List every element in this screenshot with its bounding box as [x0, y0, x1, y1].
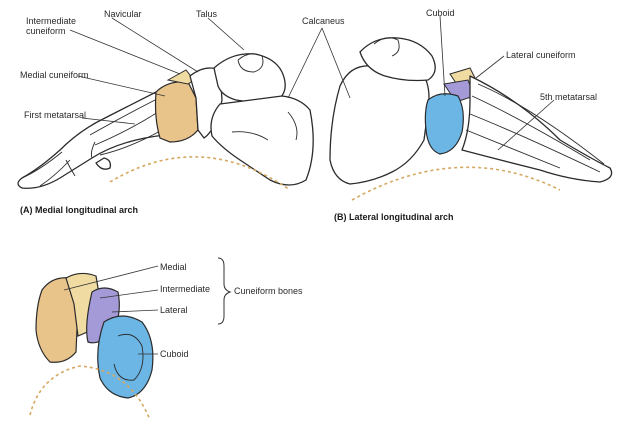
leader-calcaneus-2 — [322, 28, 350, 98]
cuneiform-detail-view — [30, 258, 230, 420]
leader-medial-cuneiform — [78, 76, 165, 96]
caption-b: (B) Lateral longitudinal arch — [334, 212, 454, 222]
label-navicular: Navicular — [104, 9, 142, 19]
calcaneus-bone-lateral — [330, 64, 429, 184]
talus-bone — [214, 54, 285, 102]
detail-cuboid — [98, 316, 153, 398]
cuneiform-brace — [218, 258, 230, 324]
leader-talus — [208, 18, 244, 50]
lateral-foot-view — [288, 16, 612, 200]
label-intermediate: Intermediate — [160, 284, 210, 294]
first-metatarsal-bone — [18, 90, 165, 188]
label-talus: Talus — [196, 9, 217, 19]
label-cuboid-top: Cuboid — [426, 8, 455, 18]
label-intermediate-cuneiform: Intermediate cuneiform — [26, 16, 96, 36]
label-fifth-metatarsal: 5th metatarsal — [540, 92, 597, 102]
medial-cuneiform-bone — [156, 82, 199, 142]
leader-calcaneus-1 — [288, 28, 322, 98]
label-lateral: Lateral — [160, 305, 188, 315]
label-medial: Medial — [160, 262, 187, 272]
leader-lateral-cuneiform — [476, 56, 504, 78]
calcaneus-bone-medial — [211, 96, 313, 185]
label-cuboid-bottom: Cuboid — [160, 349, 189, 359]
label-cuneiform-bones: Cuneiform bones — [234, 286, 303, 296]
label-lateral-cuneiform: Lateral cuneiform — [506, 50, 576, 60]
label-medial-cuneiform: Medial cuneiform — [20, 70, 89, 80]
label-first-metatarsal: First metatarsal — [24, 110, 86, 120]
caption-a: (A) Medial longitudinal arch — [20, 205, 138, 215]
sesamoid-bones — [96, 158, 110, 169]
leader-intermediate-cuneiform — [70, 30, 180, 74]
medial-foot-view — [18, 18, 313, 190]
leader-cuboid-top — [440, 16, 445, 96]
label-calcaneus: Calcaneus — [302, 16, 345, 26]
cuboid-bone — [425, 94, 463, 154]
